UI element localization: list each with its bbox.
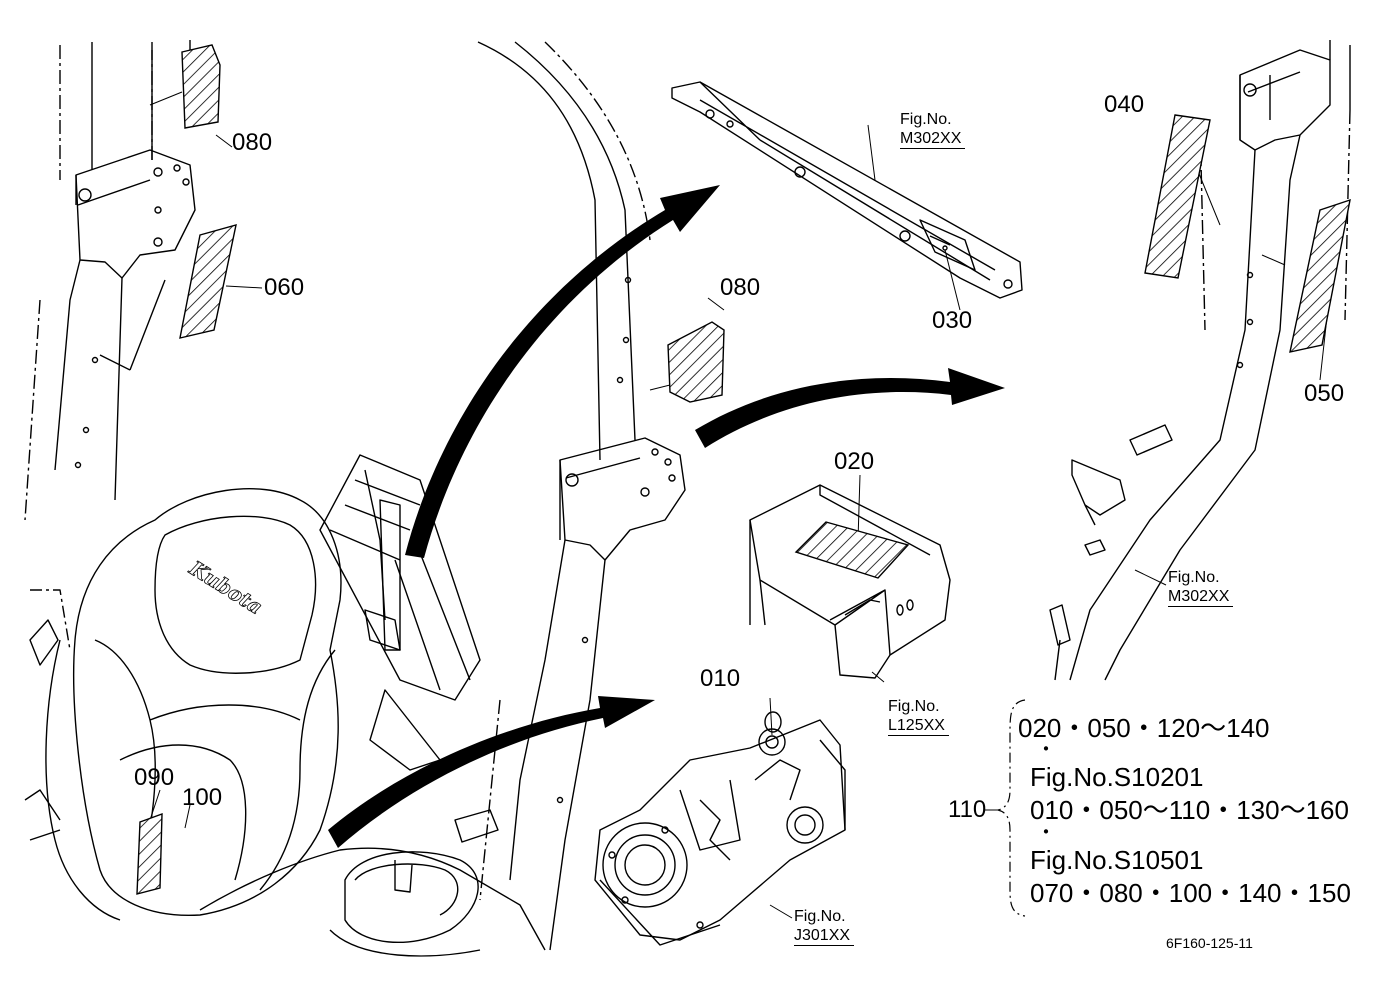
fig-ref-m302-right: Fig.No. M302XX bbox=[1168, 568, 1234, 607]
fig-ref-code: J301XX bbox=[794, 926, 855, 946]
patch-020 bbox=[794, 521, 910, 579]
fig-ref-prefix: Fig.No. bbox=[900, 111, 952, 128]
fig-ref-l125: Fig.No. L125XX bbox=[888, 697, 949, 736]
group-line-2: Fig.No.S10201 bbox=[1030, 762, 1204, 792]
part-label-010: 010 bbox=[700, 665, 741, 692]
seat-logo-text: Kubota bbox=[185, 555, 267, 619]
rear-rack bbox=[319, 454, 481, 771]
floor-console bbox=[24, 789, 546, 957]
document-id: 6F160-125-11 bbox=[1166, 935, 1253, 951]
group-separator-2: ・ bbox=[1036, 822, 1056, 844]
fig-ref-j301: Fig.No. J301XX bbox=[794, 907, 855, 946]
group-line-1: 020・050・120～140 bbox=[1018, 713, 1270, 743]
fig-ref-m302-top: Fig.No. M302XX bbox=[900, 110, 966, 149]
part-label-080-top: 080 bbox=[232, 129, 273, 156]
patch-080-top bbox=[181, 44, 221, 129]
operator-seat bbox=[29, 488, 342, 921]
fig-ref-prefix: Fig.No. bbox=[794, 908, 846, 925]
part-label-060: 060 bbox=[264, 274, 305, 301]
fig-ref-code: M302XX bbox=[900, 129, 966, 149]
fig-ref-code: L125XX bbox=[888, 716, 949, 736]
fig-ref-code: M302XX bbox=[1168, 587, 1234, 607]
group-separator-1: ・ bbox=[1036, 739, 1056, 761]
top-beam bbox=[671, 81, 1023, 299]
part-label-080-mid: 080 bbox=[720, 274, 761, 301]
left-cab-post bbox=[24, 40, 196, 521]
fig-ref-prefix: Fig.No. bbox=[1168, 569, 1220, 586]
fig-ref-prefix: Fig.No. bbox=[888, 698, 940, 715]
part-label-100: 100 bbox=[182, 784, 223, 811]
cover-part bbox=[749, 484, 951, 679]
patch-090 bbox=[136, 812, 163, 895]
group-line-3: 010・050～110・130～160 bbox=[1030, 795, 1349, 825]
patch-040 bbox=[1144, 114, 1211, 279]
group-brace bbox=[997, 699, 1026, 917]
part-label-090: 090 bbox=[134, 764, 175, 791]
transmission-case bbox=[594, 711, 846, 946]
group-line-5: 070・080・100・140・150 bbox=[1030, 878, 1351, 908]
patch-050 bbox=[1289, 198, 1351, 353]
group-line-4: Fig.No.S10501 bbox=[1030, 845, 1204, 875]
part-label-020: 020 bbox=[834, 448, 875, 475]
callout-arrows bbox=[328, 185, 1005, 848]
part-label-050: 050 bbox=[1304, 380, 1345, 407]
center-cab-post bbox=[454, 41, 686, 951]
arrow-to-transmission bbox=[328, 696, 655, 848]
part-label-110: 110 bbox=[948, 796, 987, 823]
patch-080-mid bbox=[667, 321, 725, 403]
label-patches bbox=[136, 44, 1351, 895]
part-label-030: 030 bbox=[932, 307, 973, 334]
patch-060 bbox=[179, 224, 237, 339]
arrow-to-right-post bbox=[695, 368, 1005, 448]
part-label-040: 040 bbox=[1104, 91, 1145, 118]
